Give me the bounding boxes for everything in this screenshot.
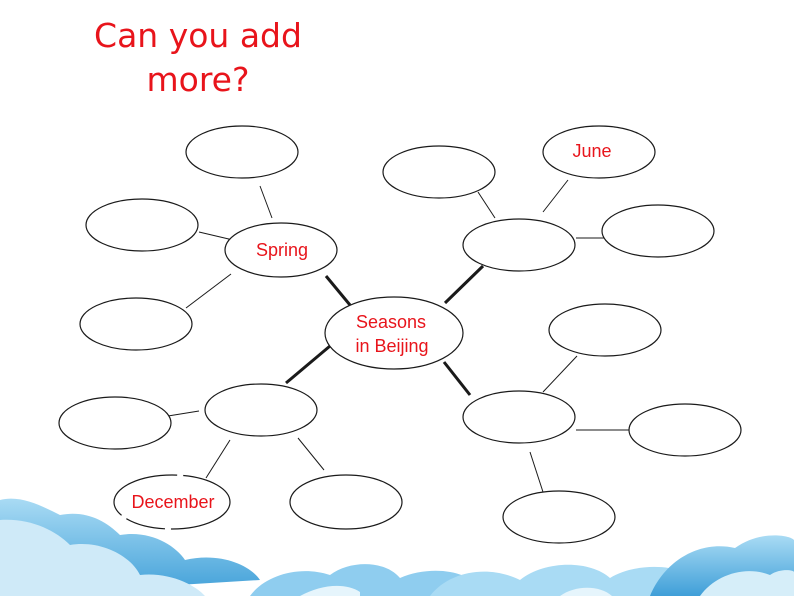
- june-label: June: [572, 141, 611, 161]
- link-br-top: [542, 355, 578, 393]
- center-label-line2: in Beijing: [355, 336, 428, 356]
- bottomright-leaf-right: [628, 403, 742, 457]
- bottomright-node: [462, 390, 576, 444]
- bottomright-leaf-top: [548, 303, 662, 357]
- connectors: [167, 179, 630, 493]
- spring-leaf-bottom: [79, 297, 193, 351]
- link-center-spring: [324, 275, 352, 306]
- topright-leaf-left: [382, 145, 496, 199]
- link-spring-left: [198, 231, 234, 241]
- link-br-bottom: [529, 451, 544, 493]
- bottomleft-leaf-december: [113, 474, 231, 530]
- cloud-decoration: [0, 498, 794, 596]
- prompt-heading: Can you add more?: [88, 14, 308, 102]
- spring-node: [224, 222, 338, 278]
- link-spring-top: [259, 185, 273, 219]
- december-label: December: [131, 492, 214, 512]
- link-tr-june: [542, 179, 569, 213]
- topright-leaf-june: [542, 125, 656, 179]
- topright-leaf-right: [601, 204, 715, 258]
- prompt-heading-line2: more?: [146, 60, 250, 99]
- link-bl-left: [167, 410, 200, 417]
- bottomleft-leaf-left: [58, 396, 172, 450]
- link-center-bottomright: [442, 361, 472, 396]
- spring-label: Spring: [256, 240, 308, 260]
- link-center-bottomleft: [285, 344, 331, 385]
- link-bl-december: [205, 439, 231, 479]
- nodes: [58, 125, 742, 544]
- bottomleft-leaf-right: [289, 474, 403, 530]
- link-tr-left: [477, 191, 496, 219]
- bottomleft-node: [204, 383, 318, 437]
- topright-node: [462, 218, 576, 272]
- bottomright-leaf-bottom: [502, 490, 616, 544]
- spring-leaf-top: [185, 125, 299, 179]
- prompt-heading-line1: Can you add: [94, 16, 302, 55]
- link-bl-right: [297, 437, 325, 471]
- center-label-line1: Seasons: [356, 312, 426, 332]
- spring-leaf-left: [85, 198, 199, 252]
- link-center-topright: [443, 264, 485, 305]
- center-node: [324, 296, 464, 370]
- link-spring-bottom: [185, 273, 232, 309]
